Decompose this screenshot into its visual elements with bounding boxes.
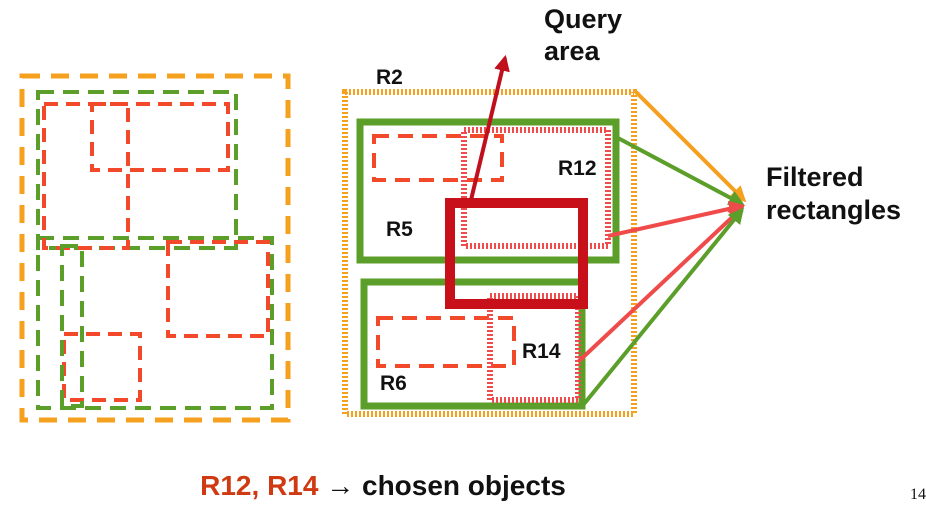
left-red-rect-a [42, 102, 130, 250]
caption-rest: chosen objects [362, 470, 566, 501]
r12-to-filtered-arrow [607, 200, 746, 238]
left-outer-orange-rect [19, 73, 291, 423]
filtered-label-line1: Filtered [766, 162, 864, 192]
r2-to-filtered-arrow [634, 90, 747, 203]
query-area-rect [445, 198, 588, 309]
filtered-label-line2: rectangles [766, 195, 901, 225]
r6-to-filtered-arrow [582, 207, 745, 406]
r14-rect [487, 293, 581, 403]
left-tree [19, 73, 291, 423]
query-arrow [469, 54, 510, 201]
page-number: 14 [910, 486, 926, 503]
arrows [469, 54, 747, 406]
r5-label: R5 [386, 218, 413, 241]
right-tree: R2 R5 R6 R12 R14 [342, 66, 637, 417]
left-lower-green-rect [36, 236, 274, 410]
r2-rect [342, 89, 637, 417]
caption-arrow: → [326, 470, 355, 501]
left-red-rect-c [166, 240, 270, 338]
caption-highlight: R12, R14 [200, 470, 319, 501]
left-upper-green-rect [36, 90, 238, 250]
caption: R12, R14 → chosen objects [0, 470, 766, 502]
left-red-rect-b [90, 102, 230, 172]
left-red-rect-d [62, 332, 142, 402]
r12-rect [461, 127, 611, 249]
query-area-label-line1: Query [544, 4, 622, 34]
r12-label: R12 [558, 157, 597, 180]
r2-label: R2 [376, 66, 403, 89]
r6-rect [360, 278, 586, 410]
r6-leaf-dashed-rect [376, 316, 516, 368]
r14-to-filtered-arrow [576, 205, 745, 364]
left-green-rect-inner [60, 244, 84, 408]
query-area-label-line2: area [544, 36, 601, 66]
r5-to-filtered-arrow [617, 136, 745, 206]
r6-label: R6 [380, 372, 407, 395]
r14-label: R14 [522, 340, 561, 363]
r5-leaf-dashed-rect [372, 134, 504, 182]
